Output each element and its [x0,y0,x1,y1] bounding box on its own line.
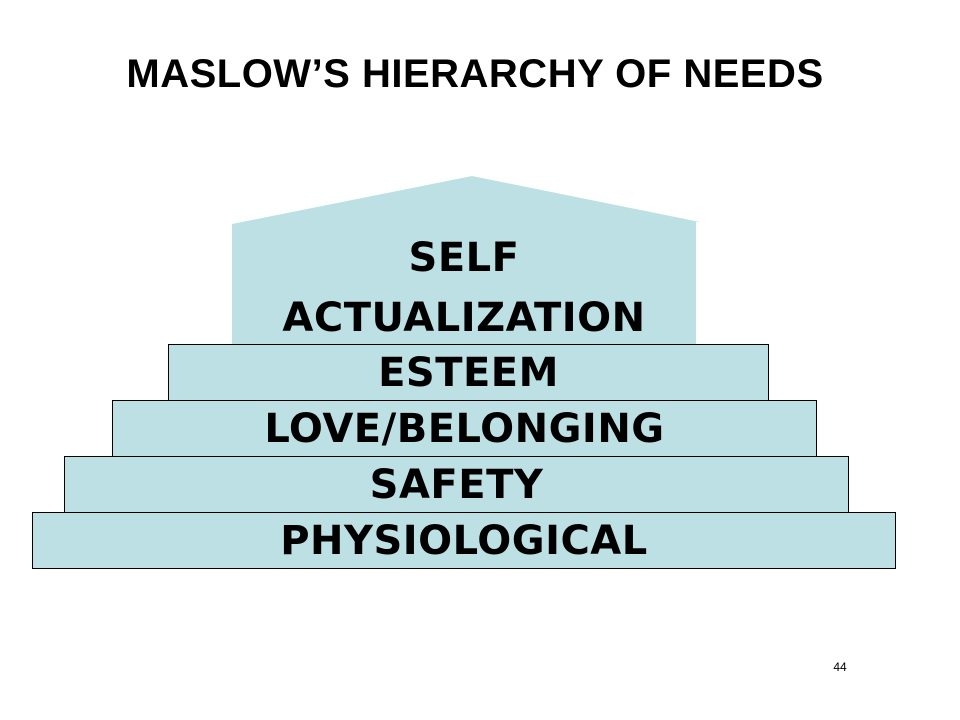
slide-title: MASLOW’S HIERARCHY OF NEEDS [126,52,824,96]
tier-esteem: ESTEEM [168,344,769,401]
tier-physiological: PHYSIOLOGICAL [32,512,896,569]
apex-label-line-1: SELF [408,235,520,281]
page-number: 44 [833,660,847,674]
tier-love-belonging-label: LOVE/BELONGING [264,405,665,452]
tier-esteem-label: ESTEEM [378,349,559,396]
tier-physiological-label: PHYSIOLOGICAL [280,517,648,564]
tier-self-actualization: SELF ACTUALIZATION [232,220,696,345]
tier-safety-label: SAFETY [369,461,544,508]
apex-label-line-2: ACTUALIZATION [282,295,646,341]
tier-love-belonging: LOVE/BELONGING [112,400,817,457]
tier-safety: SAFETY [64,456,849,513]
